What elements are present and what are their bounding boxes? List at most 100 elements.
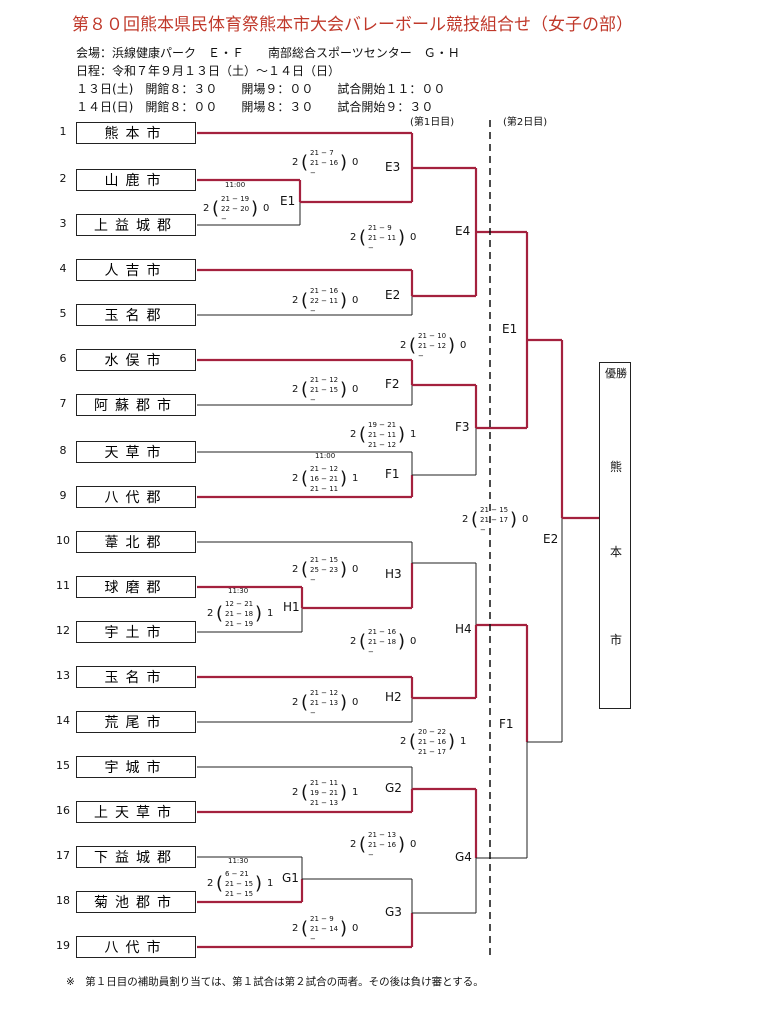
team-box: 球磨郡 xyxy=(76,576,196,598)
set-score-2: 21 − 12 xyxy=(418,342,447,350)
paren-right: ) xyxy=(340,918,348,939)
schedule-info: 日程：令和７年９月１３日（土）～１４日（日） xyxy=(76,64,341,78)
set-score-3: − xyxy=(310,169,316,177)
set-score-1: 21 − 12 xyxy=(310,376,339,384)
sets-won-right: 1 xyxy=(267,608,274,619)
seed-number: 5 xyxy=(59,307,67,320)
seed-number: 15 xyxy=(56,759,70,772)
set-score-2: 21 − 17 xyxy=(480,516,509,524)
set-score-1: 21 − 19 xyxy=(221,195,250,203)
paren-left: ( xyxy=(301,468,309,489)
set-score-1: 20 − 22 xyxy=(418,728,447,736)
match-code: G1 xyxy=(282,871,299,885)
paren-right: ) xyxy=(398,631,406,652)
paren-left: ( xyxy=(359,227,367,248)
paren-right: ) xyxy=(340,468,348,489)
footnote: ※ 第１日目の補助員割り当ては、第１試合は第２試合の両者。その後は負け審とする。 xyxy=(66,976,484,988)
match-code: H3 xyxy=(385,567,402,581)
set-score-3: − xyxy=(418,352,424,360)
team-box: 玉名市 xyxy=(76,666,196,688)
set-score-2: 21 − 16 xyxy=(310,159,339,167)
set-score-1: 21 − 9 xyxy=(310,915,334,923)
match-time: 11:30 xyxy=(228,587,249,595)
day2-label: (第2日目) xyxy=(503,117,548,128)
sets-won-left: 2 xyxy=(292,787,299,798)
paren-right: ) xyxy=(255,873,263,894)
set-score-1: 21 − 16 xyxy=(310,287,339,295)
seed-number: 16 xyxy=(56,804,70,817)
seed-number: 17 xyxy=(56,849,70,862)
set-score-1: 6 − 21 xyxy=(225,870,249,878)
set-score-3: 21 − 11 xyxy=(310,485,339,493)
match-code: H4 xyxy=(455,622,472,636)
seed-number: 18 xyxy=(56,894,70,907)
set-score-3: − xyxy=(310,935,316,943)
set-score-2: 21 − 14 xyxy=(310,925,339,933)
paren-left: ( xyxy=(301,782,309,803)
day2-schedule: １４日(日) 開館８：００ 開場８：３０ 試合開始９：３０ xyxy=(76,100,434,114)
set-score-1: 21 − 12 xyxy=(310,465,339,473)
set-score-2: 21 − 11 xyxy=(368,234,397,242)
paren-left: ( xyxy=(301,290,309,311)
match-time: 11:00 xyxy=(225,181,246,189)
sets-won-left: 2 xyxy=(350,636,357,647)
paren-right: ) xyxy=(340,152,348,173)
paren-right: ) xyxy=(398,424,406,445)
set-score-3: − xyxy=(221,215,227,223)
paren-left: ( xyxy=(359,424,367,445)
sets-won-right: 0 xyxy=(352,923,359,934)
sets-won-right: 1 xyxy=(267,878,274,889)
team-box: 水俣市 xyxy=(76,349,196,371)
team-box: 山鹿市 xyxy=(76,169,196,191)
match-code: F1 xyxy=(385,467,400,481)
set-score-2: 21 − 16 xyxy=(368,841,397,849)
seed-number: 19 xyxy=(56,939,70,952)
match-code: E1 xyxy=(280,194,296,208)
team-box: 天草市 xyxy=(76,441,196,463)
paren-right: ) xyxy=(448,731,456,752)
sets-won-left: 2 xyxy=(292,697,299,708)
sets-won-left: 2 xyxy=(292,473,299,484)
set-score-1: 21 − 10 xyxy=(418,332,447,340)
team-box: 八代市 xyxy=(76,936,196,958)
seed-number: 1 xyxy=(59,125,67,138)
set-score-2: 21 − 16 xyxy=(418,738,447,746)
set-score-3: 21 − 17 xyxy=(418,748,447,756)
set-score-2: 21 − 18 xyxy=(368,638,397,646)
paren-left: ( xyxy=(216,603,224,624)
set-score-3: − xyxy=(310,576,316,584)
paren-left: ( xyxy=(471,509,479,530)
day1-schedule: １３日(土) 開館８：３０ 開場９：００ 試合開始１１：００ xyxy=(76,82,446,96)
paren-right: ) xyxy=(398,227,406,248)
team-box: 阿蘇郡市 xyxy=(76,394,196,416)
match-code: G2 xyxy=(385,781,402,795)
set-score-3: 21 − 19 xyxy=(225,620,254,628)
set-score-1: 21 − 15 xyxy=(480,506,509,514)
champion-char-1: 熊 xyxy=(609,460,622,474)
sets-won-left: 2 xyxy=(462,514,469,525)
set-score-2: 21 − 15 xyxy=(225,880,254,888)
paren-left: ( xyxy=(212,198,220,219)
champion-box: 優勝 熊 本 市 xyxy=(599,362,631,709)
paren-left: ( xyxy=(359,834,367,855)
champion-label: 優勝 xyxy=(605,367,627,380)
paren-left: ( xyxy=(301,152,309,173)
set-score-3: 21 − 12 xyxy=(368,441,397,449)
seed-number: 12 xyxy=(56,624,70,637)
set-score-1: 21 − 16 xyxy=(368,628,397,636)
match-code: H2 xyxy=(385,690,402,704)
page-title: 第８０回熊本県民体育祭熊本市大会バレーボール競技組合せ（女子の部） xyxy=(72,15,633,35)
sets-won-right: 0 xyxy=(410,839,417,850)
sets-won-left: 2 xyxy=(207,608,214,619)
team-box: 上益城郡 xyxy=(76,214,196,236)
seed-number: 2 xyxy=(59,172,67,185)
paren-right: ) xyxy=(251,198,259,219)
seed-number: 9 xyxy=(59,489,67,502)
paren-left: ( xyxy=(409,731,417,752)
sets-won-right: 0 xyxy=(410,232,417,243)
paren-left: ( xyxy=(409,335,417,356)
match-code: H1 xyxy=(283,600,300,614)
sets-won-right: 1 xyxy=(460,736,467,747)
team-box: 熊本市 xyxy=(76,122,196,144)
